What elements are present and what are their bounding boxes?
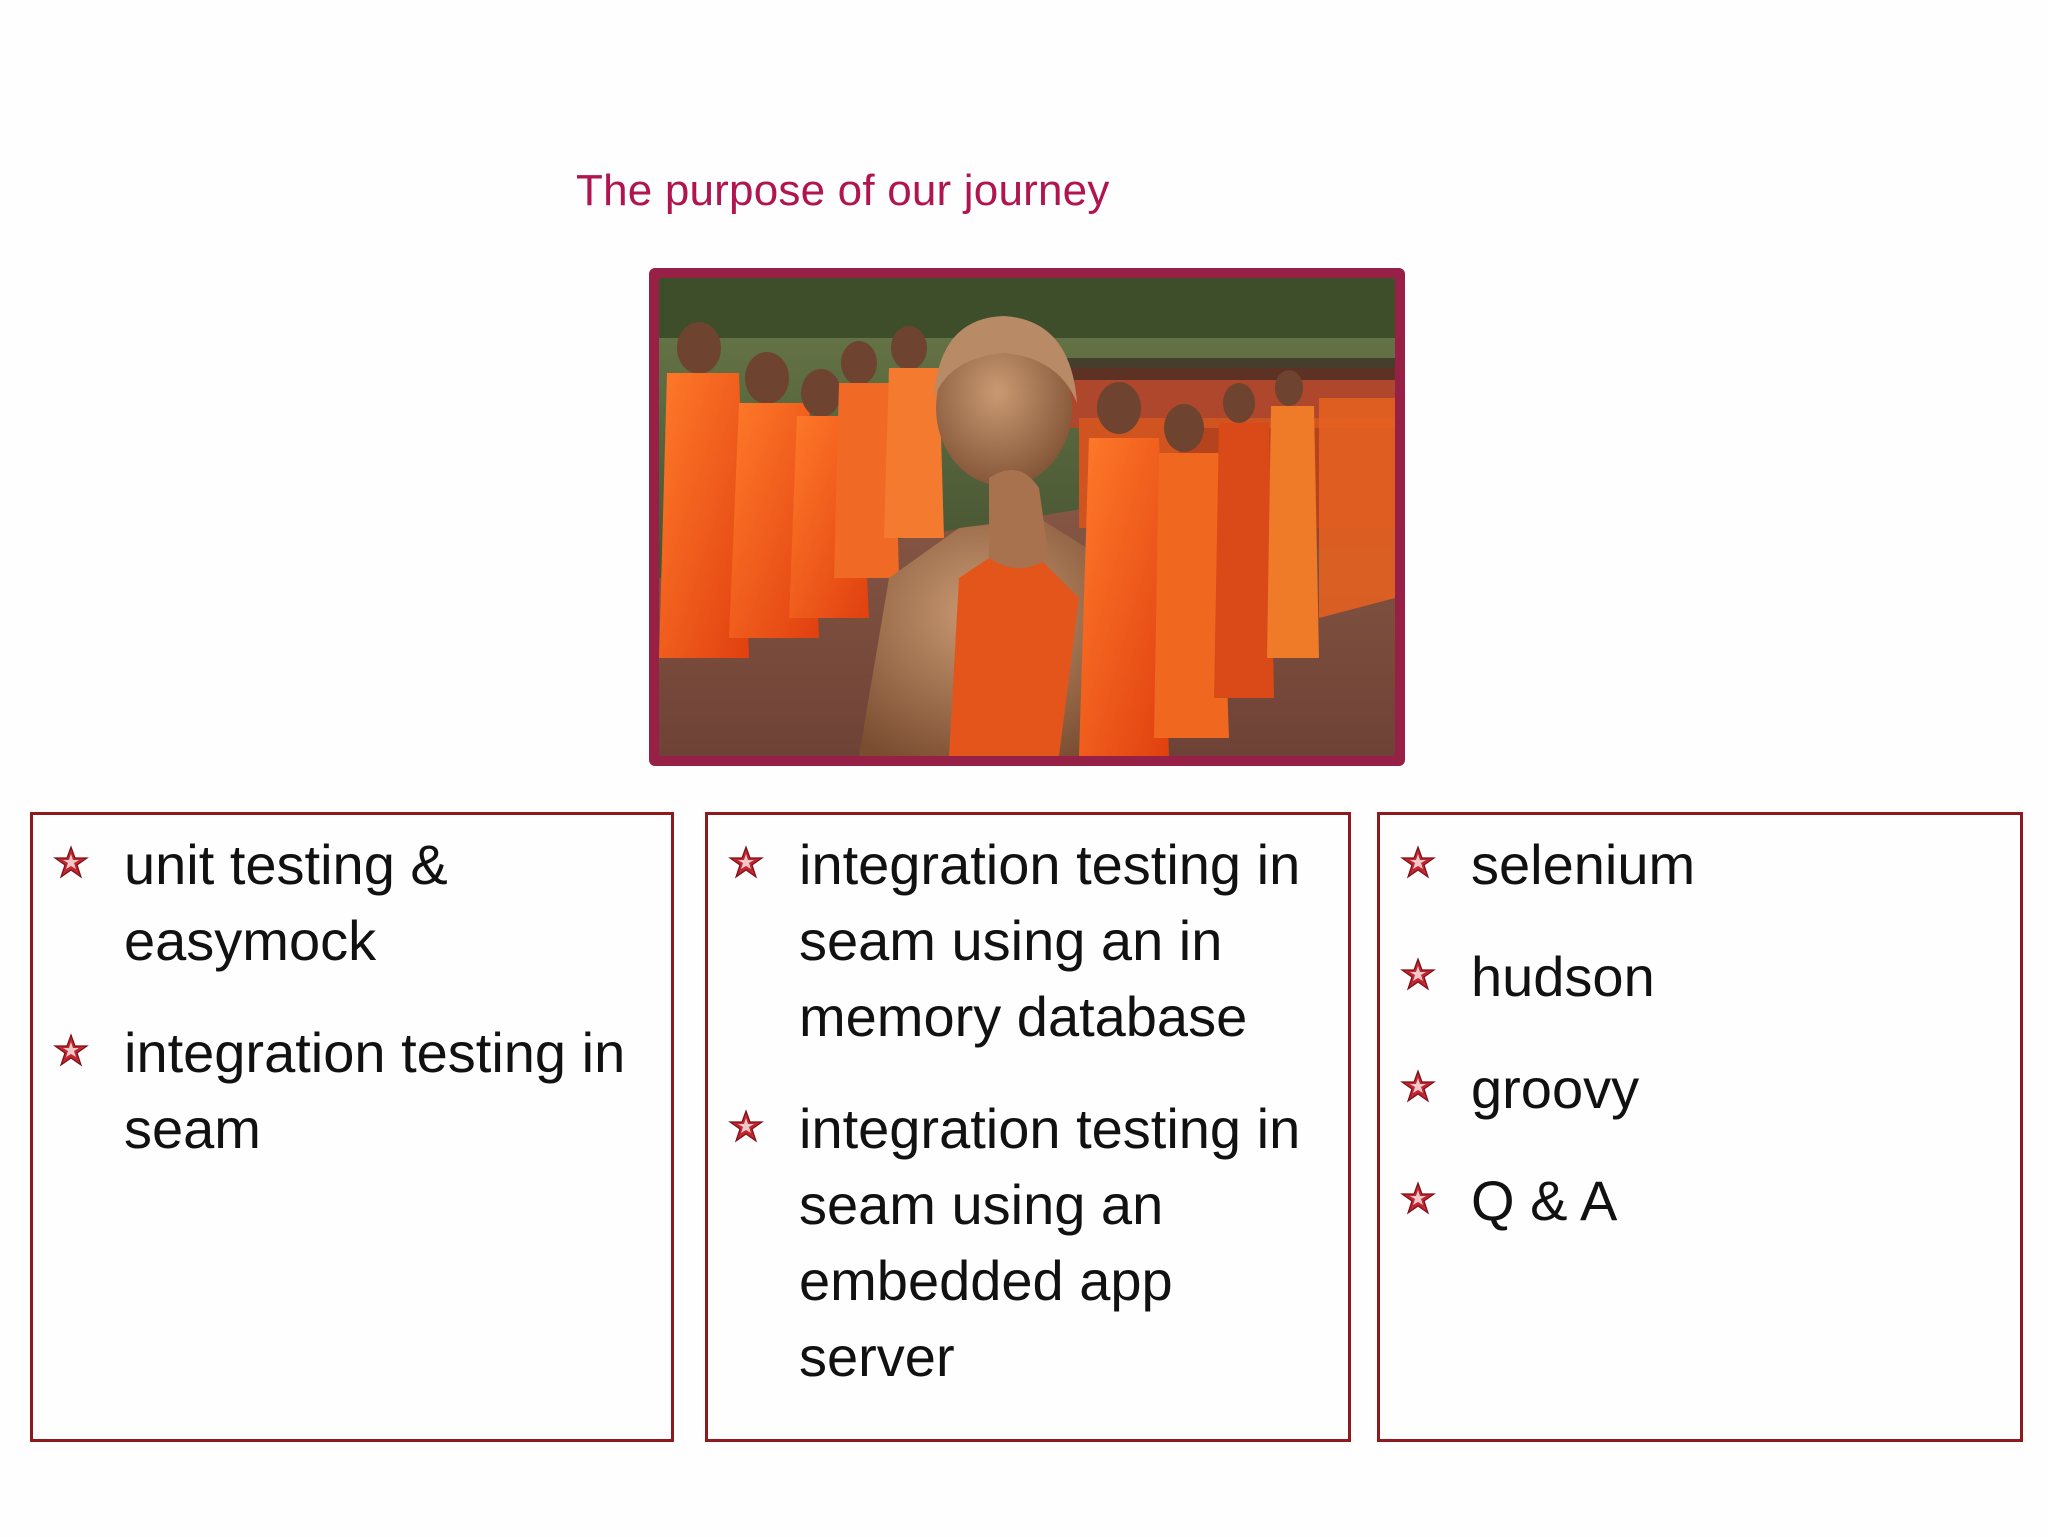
list-item: integration testing in seam xyxy=(33,1015,671,1167)
monks-photo xyxy=(659,278,1395,756)
star-bullet-icon xyxy=(728,1109,764,1143)
list-item: integration testing in seam using an emb… xyxy=(708,1091,1348,1395)
list-item: Q & A xyxy=(1380,1163,2020,1239)
slide-title: The purpose of our journey xyxy=(576,166,1110,215)
star-bullet-icon xyxy=(728,845,764,879)
column-box-2: integration testing in seam using an in … xyxy=(705,812,1351,1442)
column-box-3: selenium hudson groovy xyxy=(1377,812,2023,1442)
list-item-text: hudson xyxy=(1471,945,1655,1008)
list-item-text: groovy xyxy=(1471,1057,1640,1120)
list-item-text: Q & A xyxy=(1471,1169,1618,1232)
list-item: hudson xyxy=(1380,939,2020,1015)
star-bullet-icon xyxy=(1400,1181,1436,1215)
star-bullet-icon xyxy=(53,1033,89,1067)
list-item: selenium xyxy=(1380,827,2020,903)
star-bullet-icon xyxy=(1400,1069,1436,1103)
bullet-list-2: integration testing in seam using an in … xyxy=(708,827,1348,1395)
star-bullet-icon xyxy=(1400,845,1436,879)
list-item-text: integration testing in seam using an in … xyxy=(799,833,1301,1048)
star-bullet-icon xyxy=(1400,957,1436,991)
list-item-text: selenium xyxy=(1471,833,1696,896)
list-item: unit testing & easymock xyxy=(33,827,671,979)
list-item-text: integration testing in seam xyxy=(124,1021,626,1160)
list-item-text: integration testing in seam using an emb… xyxy=(799,1097,1301,1388)
column-box-1: unit testing & easymock integration test… xyxy=(30,812,674,1442)
photo-frame xyxy=(649,268,1405,766)
bullet-list-3: selenium hudson groovy xyxy=(1380,827,2020,1239)
star-bullet-icon xyxy=(53,845,89,879)
bullet-list-1: unit testing & easymock integration test… xyxy=(33,827,671,1167)
list-item: integration testing in seam using an in … xyxy=(708,827,1348,1055)
list-item: groovy xyxy=(1380,1051,2020,1127)
list-item-text: unit testing & easymock xyxy=(124,833,448,972)
